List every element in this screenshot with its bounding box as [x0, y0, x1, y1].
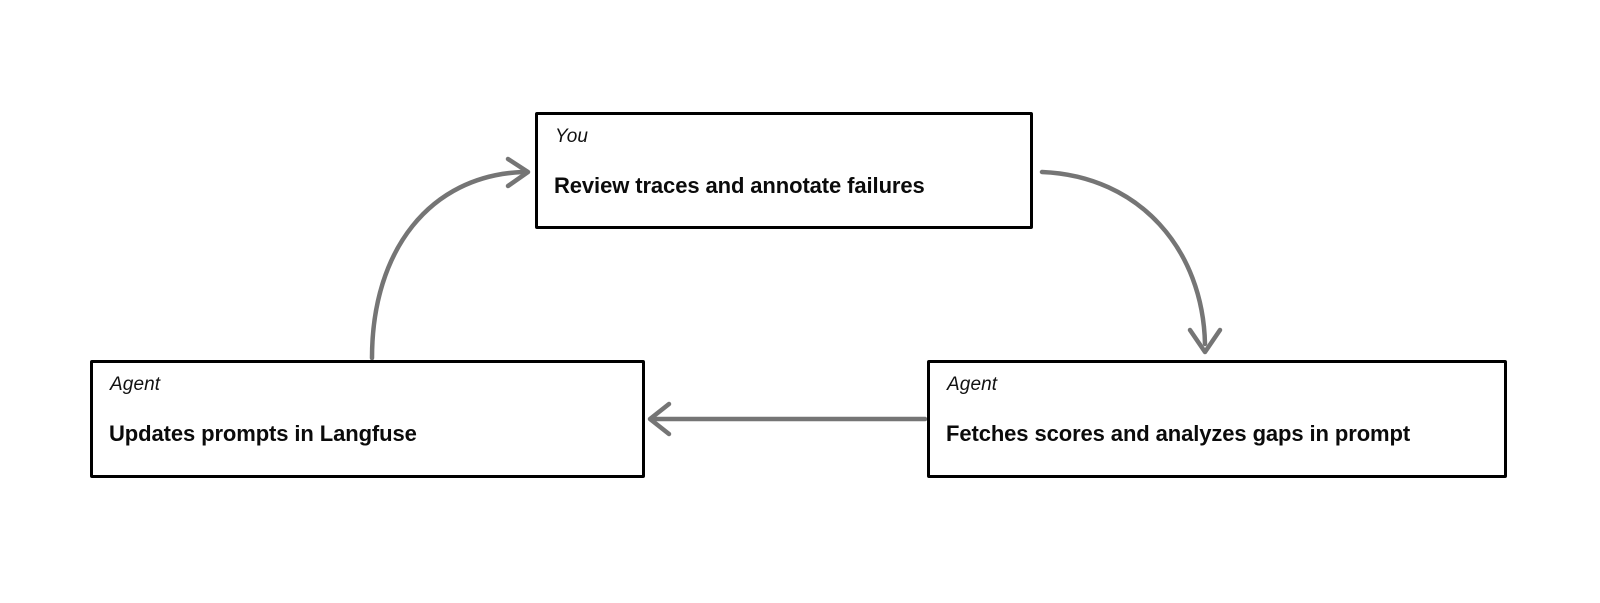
edge-review-to-fetches	[1039, 169, 1223, 355]
node-agent-updates[interactable]: Agent Updates prompts in Langfuse	[90, 360, 645, 478]
node-title-label: Review traces and annotate failures	[554, 173, 925, 198]
node-you-review[interactable]: You Review traces and annotate failures	[535, 112, 1033, 229]
node-role-label: Agent	[947, 374, 998, 395]
node-agent-fetches[interactable]: Agent Fetches scores and analyzes gaps i…	[927, 360, 1507, 478]
edge-updates-to-review	[369, 156, 531, 361]
node-role-label: You	[555, 126, 589, 147]
node-title-label: Fetches scores and analyzes gaps in prom…	[946, 421, 1411, 446]
node-role-label: Agent	[110, 374, 161, 395]
node-title-label: Updates prompts in Langfuse	[109, 421, 417, 446]
edge-fetches-to-updates	[647, 401, 928, 437]
